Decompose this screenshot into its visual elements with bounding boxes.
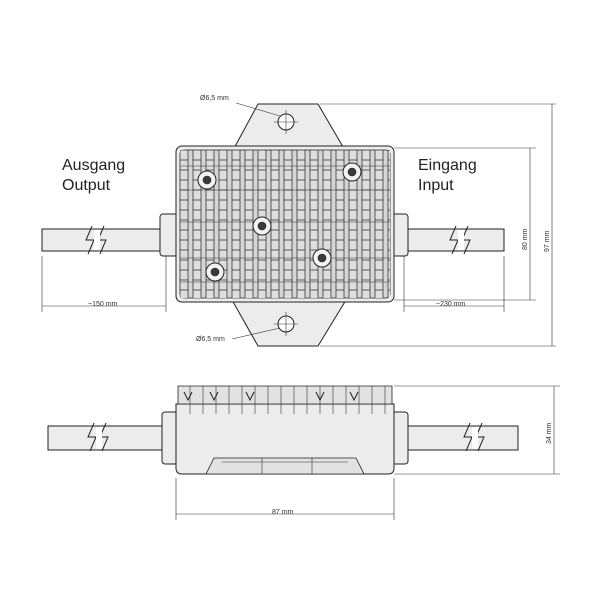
input-label-de: Eingang: [418, 157, 477, 174]
screw-bosses: [197, 162, 362, 282]
dim-hole-bottom: Ø6,5 mm: [196, 336, 225, 343]
break-mark: [85, 225, 107, 255]
output-label-en: Output: [62, 177, 111, 194]
output-label-de: Ausgang: [62, 157, 125, 174]
top-view: [41, 102, 556, 347]
side-fins: [177, 385, 393, 414]
grommet-left: [159, 213, 179, 257]
dim-side-width: 87 mm: [272, 509, 294, 516]
dim-side-height: 34 mm: [546, 422, 553, 444]
dim-body-height: 80 mm: [522, 228, 529, 250]
dim-input-cable: ~230 mm: [436, 301, 466, 308]
dim-total-height: 97 mm: [544, 230, 551, 252]
input-cable-side: [399, 425, 519, 451]
dim-hole-top: Ø6,5 mm: [200, 95, 229, 102]
input-label-en: Input: [418, 177, 454, 194]
side-foot: [205, 457, 365, 475]
dim-output-cable: ~150 mm: [88, 301, 118, 308]
break-mark: [449, 225, 471, 255]
regulator-body-side: [175, 403, 395, 475]
side-view: [47, 385, 560, 520]
